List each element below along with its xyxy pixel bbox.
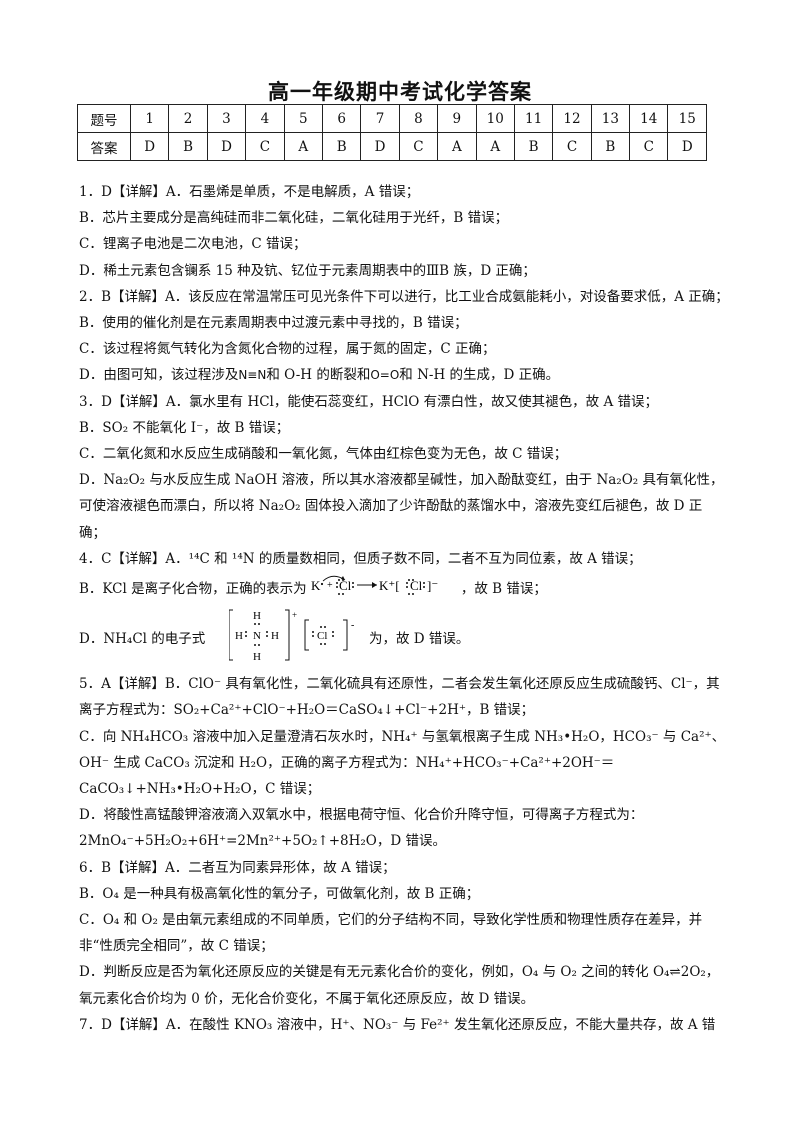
table-row-answers: 答案 D B D C A B D C A A B C B C D (77, 132, 707, 161)
table-cell: A (475, 132, 515, 161)
answer-explanations: 1．D【详解】A．石墨烯是单质，不是电解质，A 错误； B．芯片主要成分是高纯硅… (79, 179, 729, 1038)
chloride-center: Cl (317, 630, 327, 642)
hydrogen-right: H (271, 630, 279, 642)
text-line: C．锂离子电池是二次电池，C 错误； (79, 236, 307, 253)
text-segment: ，故 B 错误； (460, 581, 547, 598)
table-cell: 7 (360, 104, 400, 133)
text-segment: D．NH₄Cl 的电子式 (79, 631, 206, 648)
kcl-electron-formation: K + Cl K⁺[ Cl ]⁻ (311, 572, 461, 607)
nh4cl-electron-formula: H H N H H + Cl - (228, 607, 369, 672)
text-line: C．二氧化氮和水反应生成硝酸和一氧化氮，气体由红棕色变为无色，故 C 错误； (79, 446, 568, 463)
double-bond-formula: O=O (370, 368, 400, 383)
table-cell: B (168, 132, 208, 161)
text-line: D．稀土元素包含镧系 15 种及钪、钇位于元素周期表中的ⅢB 族，D 正确； (79, 262, 536, 279)
text-line: 6．B【详解】A．二者互为同素异形体，故 A 错误； (79, 859, 396, 876)
table-cell: 11 (513, 104, 554, 133)
table-cell: D (206, 132, 247, 161)
table-cell: D (360, 132, 400, 161)
table-answer-label: 答案 (77, 132, 131, 161)
chloride-symbol: Cl (410, 578, 423, 593)
text-line: 5．A【详解】B．ClO⁻ 具有氧化性，二氧化硫具有还原性，二者会发生氧化还原反… (79, 676, 720, 719)
table-cell: 15 (667, 104, 707, 133)
table-cell: C (398, 132, 439, 161)
table-cell: A (283, 132, 323, 161)
hydrogen-left: H (235, 630, 243, 642)
electron-dot (320, 582, 323, 586)
text-line: 4．C【详解】A．¹⁴C 和 ¹⁴N 的质量数相同，但质子数不同，二者不互为同位… (79, 550, 642, 567)
text-line: B．使用的催化剂是在元素周期表中过渡元素中寻找的，B 错误； (79, 315, 468, 332)
table-cell: D (129, 132, 170, 161)
table-cell: 10 (475, 104, 515, 133)
hydrogen-top: H (253, 610, 261, 622)
chlorine-symbol: Cl (339, 578, 352, 593)
nitrogen-center: N (253, 630, 261, 642)
anion-charge: - (351, 620, 354, 631)
text-line: D．NH₄Cl 的电子式 H H N H H + Cl (79, 607, 729, 671)
table-cell: B (513, 132, 554, 161)
text-segment: 和 N-H 的生成，D 正确。 (399, 367, 560, 384)
hydrogen-bottom: H (253, 651, 261, 663)
table-cell: A (437, 132, 477, 161)
chloride-charge: ]⁻ (427, 578, 438, 593)
text-segment: 和 O-H 的断裂和 (266, 367, 371, 384)
text-segment: 为，故 D 错误。 (369, 631, 470, 648)
text-line: 3．D【详解】A．氯水里有 HCl，能使石蕊变红，HClO 有漂白性，故又使其褪… (79, 393, 658, 410)
text-line: 2．B【详解】A．该反应在常温常压可见光条件下可以进行，比工业合成氨能耗小，对设… (79, 288, 729, 305)
text-segment: B．KCl 是离子化合物，正确的表示为 (79, 581, 307, 598)
potassium-ion: K⁺[ (379, 578, 400, 593)
table-cell: 3 (206, 104, 247, 133)
text-line: C．该过程将氮气转化为含氮化合物的过程，属于氮的固定，C 正确； (79, 341, 496, 358)
table-cell: 1 (129, 104, 170, 133)
table-cell: B (590, 132, 631, 161)
table-cell: 12 (552, 104, 592, 133)
text-line: 7．D【详解】A．在酸性 KNO₃ 溶液中，H⁺、NO₃⁻ 与 Fe²⁺ 发生氧… (79, 1016, 716, 1033)
page-title: 高一年级期中考试化学答案 (268, 80, 532, 104)
table-cell: 4 (245, 104, 285, 133)
text-line: D．将酸性高锰酸钾溶液滴入双氧水中，根据电荷守恒、化合价升降守恒，可得离子方程式… (79, 807, 644, 850)
text-line: D．由图可知，该过程涉及N≡N和 O-H 的断裂和O=O和 N-H 的生成，D … (79, 362, 729, 388)
table-cell: C (245, 132, 285, 161)
table-cell: 6 (321, 104, 362, 133)
table-cell: 8 (398, 104, 439, 133)
table-cell: C (552, 132, 592, 161)
table-cell: B (321, 132, 362, 161)
text-line: D．Na₂O₂ 与水反应生成 NaOH 溶液，所以其水溶液都呈碱性，加入酚酞变红… (79, 472, 724, 541)
text-line: C．O₄ 和 O₂ 是由氧元素组成的不同单质，它们的分子结构不同，导致化学性质和… (79, 912, 703, 955)
answer-table: 题号 1 2 3 4 5 6 7 8 9 10 11 12 13 14 15 答… (77, 104, 707, 161)
table-header-label: 题号 (77, 104, 131, 133)
table-cell: 9 (437, 104, 477, 133)
text-line: B．KCl 是离子化合物，正确的表示为 K + Cl K⁺[ Cl (79, 572, 729, 607)
table-cell: 13 (590, 104, 631, 133)
text-segment: D．由图可知，该过程涉及 (79, 367, 239, 384)
text-line: C．向 NH₄HCO₃ 溶液中加入足量澄清石灰水时，NH₄⁺ 与氢氧根离子生成 … (79, 728, 726, 798)
triple-bond-formula: N≡N (238, 368, 267, 383)
text-line: B．芯片主要成分是高纯硅而非二氧化硅，二氧化硅用于光纤，B 错误； (79, 210, 509, 227)
table-row-numbers: 题号 1 2 3 4 5 6 7 8 9 10 11 12 13 14 15 (77, 104, 707, 133)
text-line: B．SO₂ 不能氧化 I⁻，故 B 错误； (79, 419, 290, 436)
table-cell: D (667, 132, 707, 161)
svg-text:+: + (327, 580, 333, 591)
cation-charge: + (292, 610, 297, 620)
text-line: D．判断反应是否为氧化还原反应的关键是有无元素化合价的变化，例如，O₄ 与 O₂… (79, 964, 720, 1007)
table-cell: 2 (168, 104, 208, 133)
potassium-symbol: K (311, 578, 321, 593)
table-cell: C (629, 132, 669, 161)
text-line: B．O₄ 是一种具有极高氧化性的氧分子，可做氧化剂，故 B 正确； (79, 885, 480, 902)
table-cell: 14 (629, 104, 669, 133)
text-line: 1．D【详解】A．石墨烯是单质，不是电解质，A 错误； (79, 184, 420, 200)
table-cell: 5 (283, 104, 323, 133)
